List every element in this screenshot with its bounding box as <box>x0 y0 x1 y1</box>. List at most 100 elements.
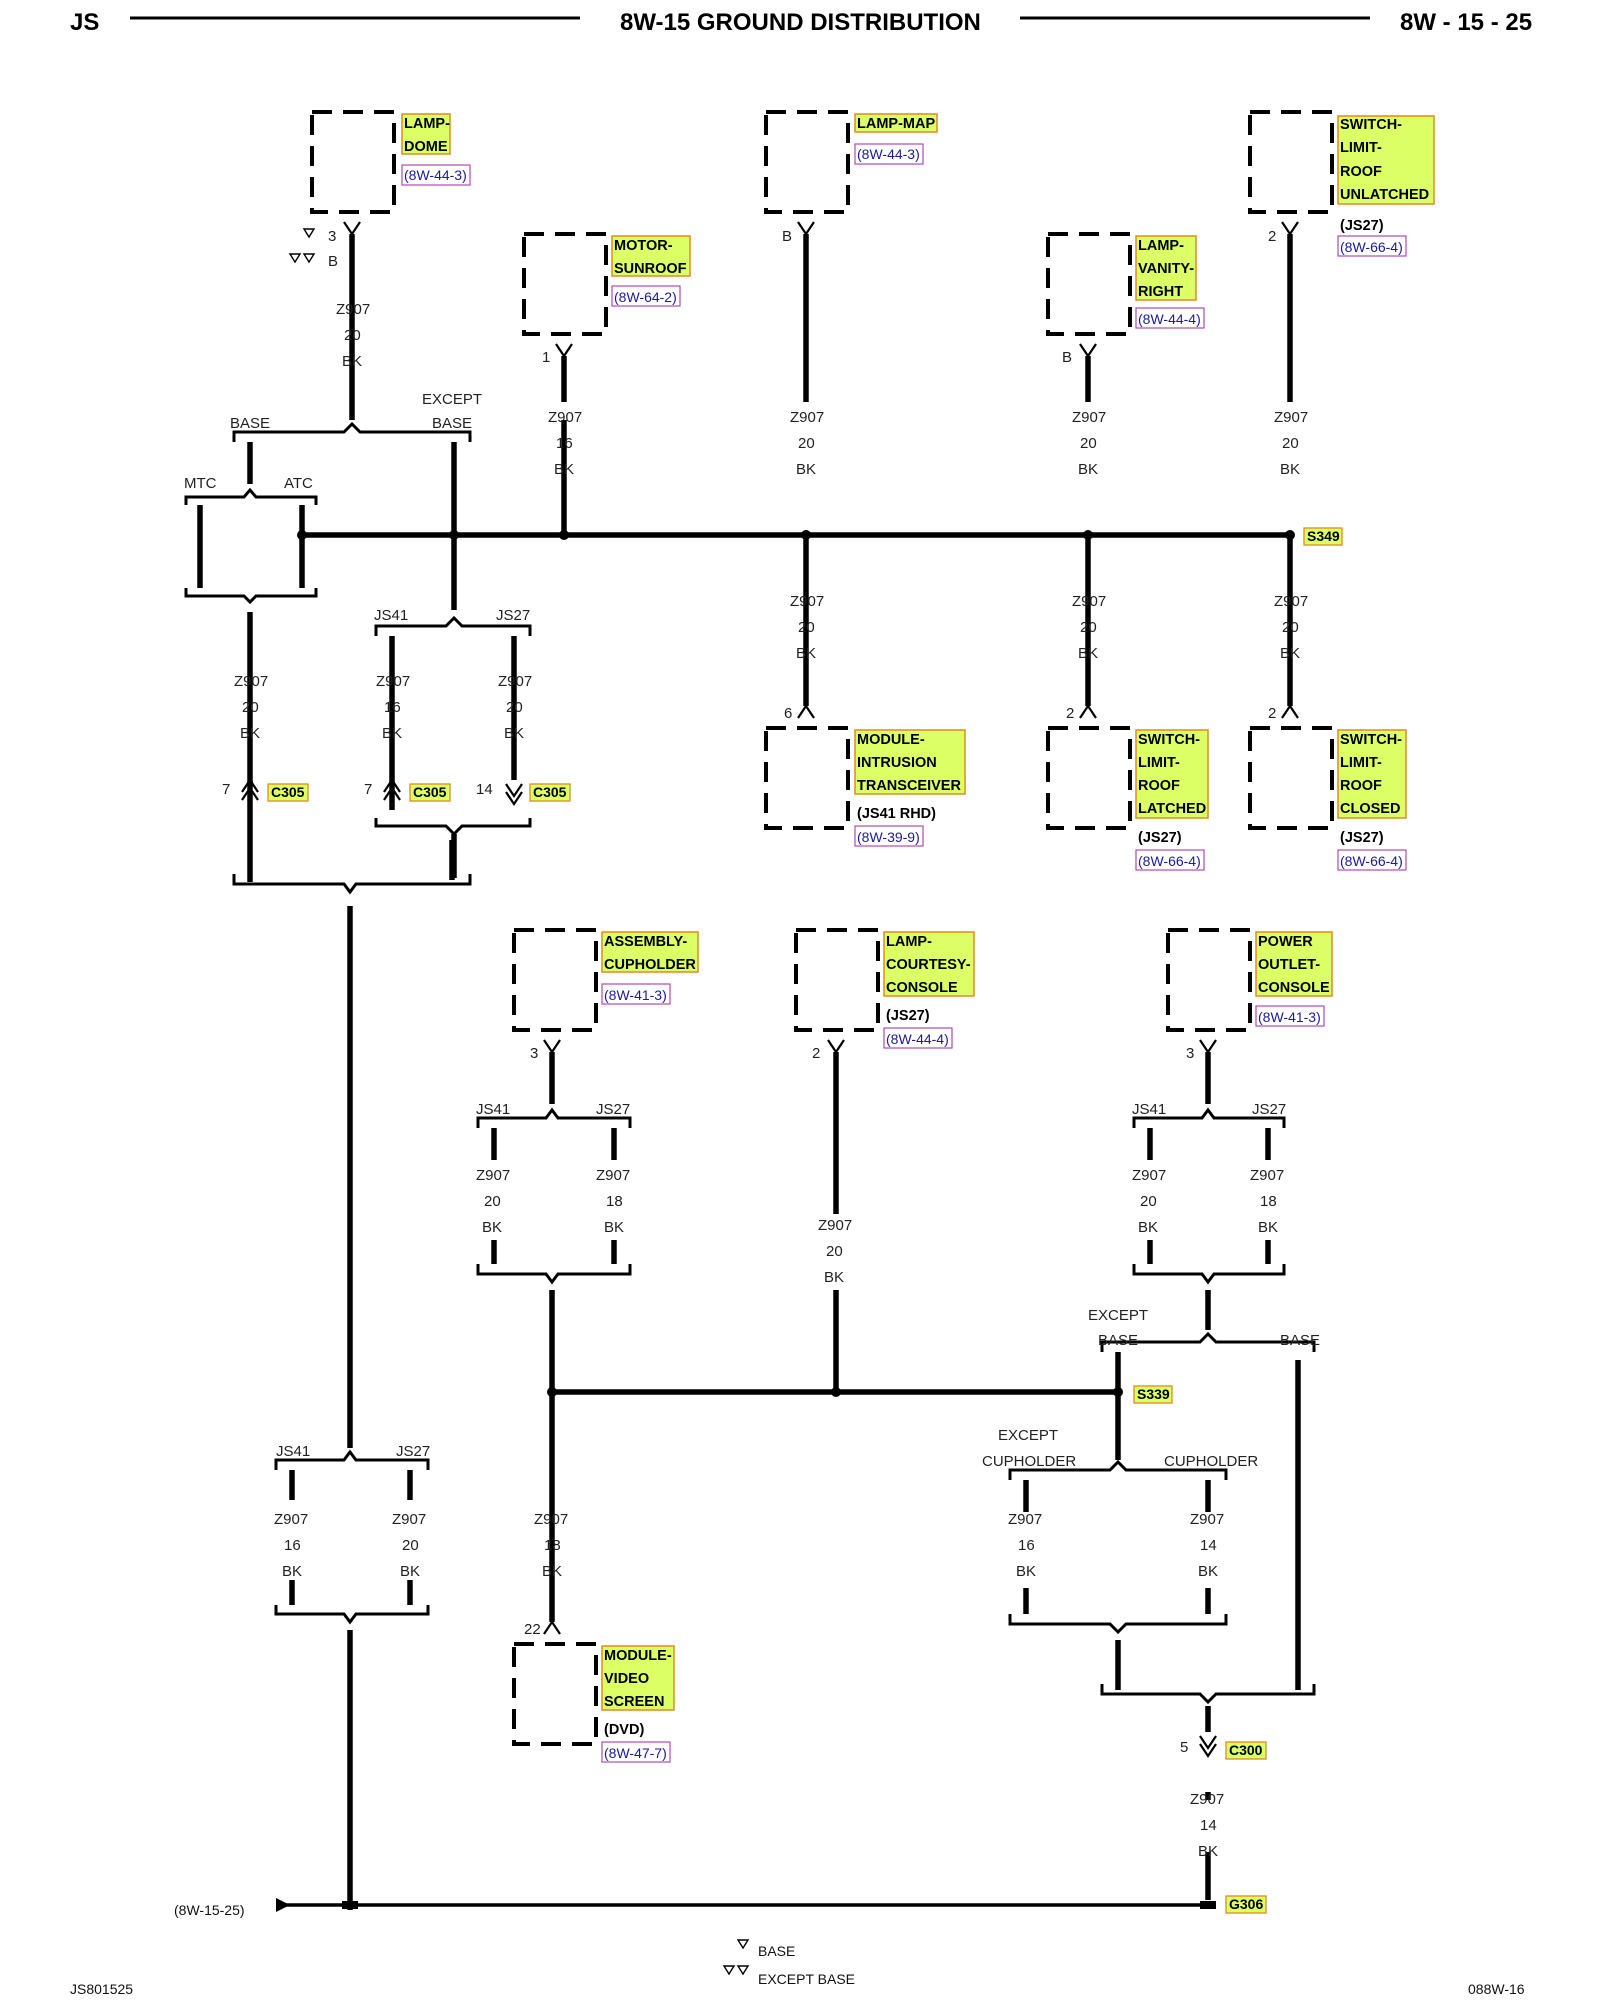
opt-except-mid: EXCEPT <box>1088 1307 1148 1324</box>
svg-text:Z907: Z907 <box>1274 593 1308 610</box>
svg-text:16: 16 <box>384 699 401 716</box>
svg-text:Z907: Z907 <box>336 301 370 318</box>
wire-label-ground: Z907 14 BK <box>1190 1791 1224 1860</box>
wire-label-except-cup: Z907 16 BK <box>1008 1511 1042 1580</box>
pin-numbers: 3 B B 2 1 B 6 2 2 7 7 14 3 2 3 22 5 <box>222 228 1276 1756</box>
motor-sunroof-ref[interactable]: (8W-64-2) <box>614 289 677 305</box>
splice-dots <box>276 530 1295 1912</box>
svg-text:BK: BK <box>1078 645 1098 662</box>
legend-except-base: EXCEPT BASE <box>758 1971 855 1987</box>
courtesy-label-2: COURTESY- <box>886 957 971 973</box>
video-label-3: SCREEN <box>604 1694 664 1710</box>
svg-text:Z907: Z907 <box>234 673 268 690</box>
lamp-dome-ref[interactable]: (8W-44-3) <box>404 167 467 183</box>
svg-text:BK: BK <box>1198 1563 1218 1580</box>
pin-c305-7b: 7 <box>364 781 372 798</box>
switch-unlatched-label-3: ROOF <box>1340 164 1382 180</box>
opt-js27-a: JS27 <box>496 607 530 624</box>
lamp-map-box: LAMP-MAP (8W-44-3) <box>764 110 938 214</box>
pin-c305-14: 14 <box>476 781 493 798</box>
pin-dome-b: B <box>328 253 338 270</box>
wire-label-unlatched: Z907 20 BK <box>1274 409 1308 478</box>
wire-label-js41-c: Z907 20 BK <box>1132 1167 1166 1236</box>
wire-label-js27-b: Z907 18 BK <box>596 1167 630 1236</box>
option-brackets <box>184 421 1316 1705</box>
svg-text:BK: BK <box>400 1563 420 1580</box>
svg-text:BK: BK <box>554 461 574 478</box>
legend: BASE EXCEPT BASE <box>722 1939 855 1987</box>
connector-c305-c: C305 <box>533 784 567 800</box>
svg-text:20: 20 <box>1282 435 1299 452</box>
switch-latched-label-1: SWITCH- <box>1138 732 1200 748</box>
opt-except-cup: EXCEPT <box>998 1427 1058 1444</box>
switch-closed-label-1: SWITCH- <box>1340 732 1402 748</box>
opt-except-base-mid: BASE <box>1098 1332 1138 1349</box>
svg-text:Z907: Z907 <box>1190 1791 1224 1808</box>
wire-labels: Z907 20 BK Z907 16 BK Z907 20 BK Z907 20… <box>234 301 1308 1860</box>
module-intrusion-box: MODULE- INTRUSION TRANSCEIVER (JS41 RHD)… <box>764 726 966 847</box>
cupholder-label-2: CUPHOLDER <box>604 957 696 973</box>
opt-js41-b: JS41 <box>476 1101 510 1118</box>
footer-right: 088W-16 <box>1468 1981 1525 1997</box>
pin-unlatched-2: 2 <box>1268 228 1276 245</box>
svg-text:20: 20 <box>1282 619 1299 636</box>
video-label-1: MODULE- <box>604 1648 672 1664</box>
opt-js41-c: JS41 <box>1132 1101 1166 1118</box>
page-reference[interactable]: (8W-15-25) <box>174 1902 245 1918</box>
lamp-map-ref[interactable]: (8W-44-3) <box>857 146 920 162</box>
switch-unlatched-ref[interactable]: (8W-66-4) <box>1340 239 1403 255</box>
lamp-vanity-ref[interactable]: (8W-44-4) <box>1138 311 1201 327</box>
svg-text:20: 20 <box>798 435 815 452</box>
svg-text:BK: BK <box>342 353 362 370</box>
courtesy-ref[interactable]: (8W-44-4) <box>886 1031 949 1047</box>
pin-closed-2: 2 <box>1268 705 1276 722</box>
wire-label-vanity: Z907 20 BK <box>1072 409 1106 478</box>
pin-outlet-3: 3 <box>1186 1045 1194 1062</box>
legend-base: BASE <box>758 1943 795 1959</box>
switch-closed-ref[interactable]: (8W-66-4) <box>1340 853 1403 869</box>
svg-text:20: 20 <box>1080 619 1097 636</box>
svg-text:BK: BK <box>796 645 816 662</box>
splice-s349: S349 <box>1307 528 1340 544</box>
wire-label-sunroof: Z907 16 BK <box>548 409 582 478</box>
switch-latched-ref[interactable]: (8W-66-4) <box>1138 853 1201 869</box>
page-number: 8W - 15 - 25 <box>1400 9 1533 36</box>
connector-c305-b: C305 <box>413 784 447 800</box>
opt-except-cupholder: CUPHOLDER <box>982 1453 1076 1470</box>
video-ref[interactable]: (8W-47-7) <box>604 1745 667 1761</box>
svg-text:BK: BK <box>482 1219 502 1236</box>
wire-label-js27-a: Z907 20 BK <box>498 673 532 742</box>
courtesy-note: (JS27) <box>886 1008 930 1024</box>
splice-labels: S349 S339 C305 C305 C305 C300 G306 <box>267 527 1343 1914</box>
svg-text:BK: BK <box>382 725 402 742</box>
wire-label-js27-d: Z907 20 BK <box>392 1511 426 1580</box>
svg-text:BK: BK <box>796 461 816 478</box>
svg-text:Z907: Z907 <box>1190 1511 1224 1528</box>
module-intrusion-ref[interactable]: (8W-39-9) <box>857 829 920 845</box>
cupholder-ref[interactable]: (8W-41-3) <box>604 987 667 1003</box>
svg-text:BK: BK <box>504 725 524 742</box>
svg-text:Z907: Z907 <box>1008 1511 1042 1528</box>
lamp-dome-label-2: DOME <box>404 139 448 155</box>
power-outlet-label-3: CONSOLE <box>1258 980 1330 996</box>
svg-text:20: 20 <box>506 699 523 716</box>
svg-text:18: 18 <box>1260 1193 1277 1210</box>
ground-g306: G306 <box>1229 1896 1263 1912</box>
switch-roof-unlatched-box: SWITCH- LIMIT- ROOF UNLATCHED (JS27) (8W… <box>1248 110 1435 257</box>
power-outlet-ref[interactable]: (8W-41-3) <box>1258 1009 1321 1025</box>
power-outlet-label-2: OUTLET- <box>1258 957 1320 973</box>
video-label-2: VIDEO <box>604 1671 649 1687</box>
svg-text:20: 20 <box>344 327 361 344</box>
power-outlet-console-box: POWER OUTLET- CONSOLE (8W-41-3) <box>1166 928 1333 1032</box>
switch-roof-closed-box: SWITCH- LIMIT- ROOF CLOSED (JS27) (8W-66… <box>1248 726 1407 871</box>
module-intrusion-label-3: TRANSCEIVER <box>857 778 961 794</box>
wire-label-courtesy: Z907 20 BK <box>818 1217 852 1286</box>
connector-c300: C300 <box>1229 1742 1263 1758</box>
pin-latched-2: 2 <box>1066 705 1074 722</box>
module-video-screen-box: MODULE- VIDEO SCREEN (DVD) (8W-47-7) <box>512 1642 675 1763</box>
pin-sunroof-1: 1 <box>542 349 550 366</box>
svg-text:BK: BK <box>1198 1843 1218 1860</box>
opt-js27-d: JS27 <box>396 1443 430 1460</box>
